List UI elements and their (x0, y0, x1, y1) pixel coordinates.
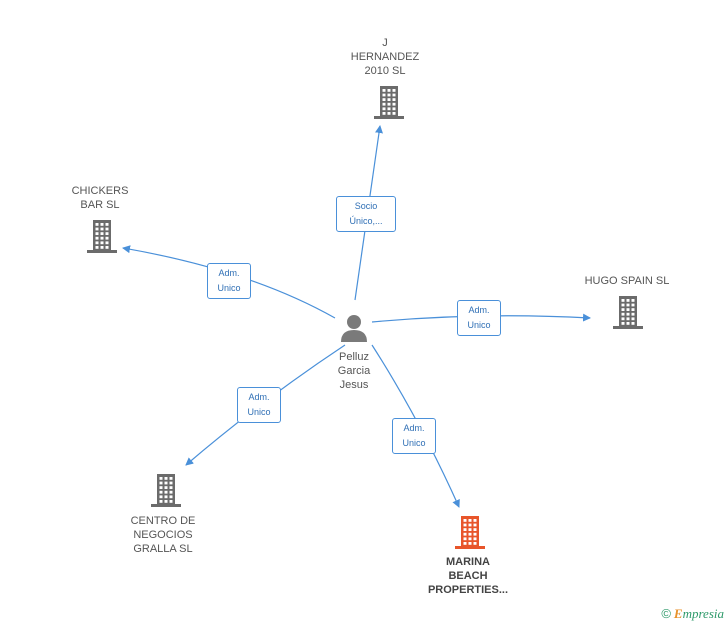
brand-name: mpresia (682, 606, 724, 621)
company-name-line: HERNANDEZ (350, 51, 420, 63)
relation-line: Unico (402, 438, 426, 448)
person-name-line: Pelluz (339, 351, 369, 363)
company-name-line: BEACH (448, 570, 488, 582)
company-name-line: BAR SL (80, 199, 120, 211)
building-icon[interactable] (455, 516, 485, 549)
company-name-line: NEGOCIOS (133, 529, 193, 541)
person-icon[interactable] (341, 315, 367, 342)
brand-logo: ©Empresia (661, 606, 724, 622)
company-name-line: CENTRO DE (130, 515, 196, 527)
building-icon[interactable] (374, 86, 404, 119)
company-label-marina[interactable]: MARINA BEACH PROPERTIES... (418, 555, 518, 597)
copyright-symbol: © (661, 606, 671, 621)
person-name-label[interactable]: Pelluz Garcia Jesus (318, 350, 390, 392)
company-label-chickers[interactable]: CHICKERS BAR SL (50, 184, 150, 212)
relation-line: Adm. (403, 423, 425, 433)
company-name-line: MARINA (446, 556, 490, 568)
relation-label-centro[interactable]: Adm. Unico (237, 387, 281, 423)
company-name-line: HUGO SPAIN SL (584, 275, 670, 287)
brand-initial: E (673, 606, 683, 621)
relation-line: Adm. (468, 305, 490, 315)
company-name-line: GRALLA SL (133, 543, 193, 555)
relation-line: Adm. (218, 268, 240, 278)
company-name-line: PROPERTIES... (427, 584, 509, 596)
building-icon[interactable] (87, 220, 117, 253)
relation-label-chickers[interactable]: Adm. Unico (207, 263, 251, 299)
relation-line: Unico (247, 407, 271, 417)
relation-line: Unico (467, 320, 491, 330)
relation-line: Único,... (349, 216, 383, 226)
person-name-line: Garcia (337, 365, 371, 377)
company-name-line: 2010 SL (364, 65, 406, 77)
building-icon[interactable] (613, 296, 643, 329)
relation-label-hugo-spain[interactable]: Adm. Unico (457, 300, 501, 336)
relation-label-j-hernandez[interactable]: Socio Único,... (336, 196, 396, 232)
relation-line: Socio (354, 201, 378, 211)
relation-label-marina[interactable]: Adm. Unico (392, 418, 436, 454)
person-name-line: Jesus (339, 379, 369, 391)
company-name-line: CHICKERS (71, 185, 129, 197)
building-icon[interactable] (151, 474, 181, 507)
company-label-centro[interactable]: CENTRO DE NEGOCIOS GRALLA SL (113, 514, 213, 556)
relation-line: Adm. (248, 392, 270, 402)
company-name-line: J (382, 37, 388, 49)
relation-line: Unico (217, 283, 241, 293)
company-label-j-hernandez[interactable]: J HERNANDEZ 2010 SL (335, 36, 435, 78)
company-label-hugo-spain[interactable]: HUGO SPAIN SL (572, 274, 682, 288)
